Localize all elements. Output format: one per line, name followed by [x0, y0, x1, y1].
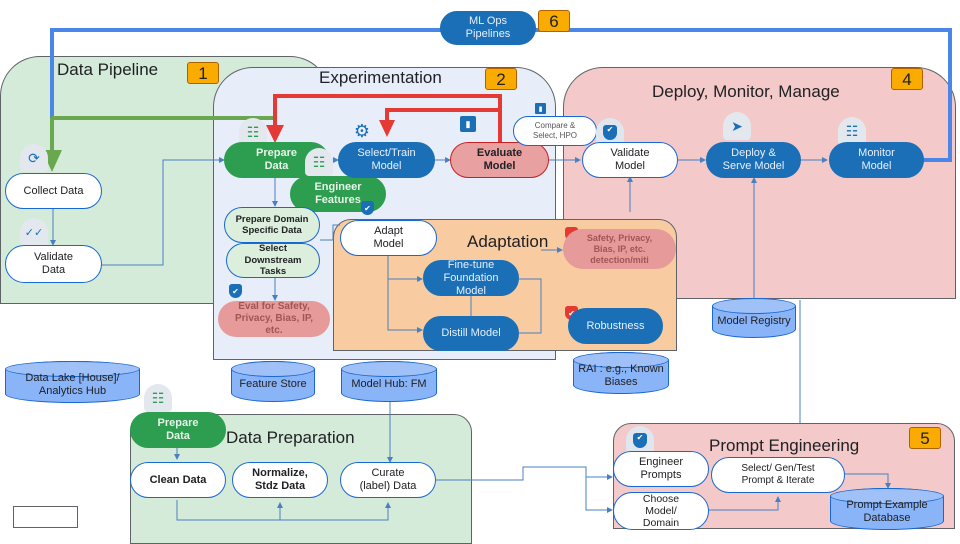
compare-select-hpo-node[interactable]: Compare & Select, HPO	[513, 116, 597, 146]
shield-check-icon: ✔	[229, 284, 242, 298]
data-preparation-title: Data Preparation	[226, 428, 355, 447]
evaluate-model-node[interactable]: Evaluate Model	[450, 142, 549, 178]
tune-icon: ☷	[239, 118, 267, 146]
data-lake-store[interactable]: Data Lake [House]/ Analytics Hub	[5, 361, 140, 403]
safety-detection-node[interactable]: Safety, Privacy, Bias, IP, etc. detectio…	[563, 229, 676, 269]
gear-icon: ⚙	[353, 120, 371, 141]
mlops-pipelines-node[interactable]: ML Ops Pipelines	[440, 11, 536, 45]
tune-icon-prep: ☷	[144, 384, 172, 412]
send-icon: ➤	[723, 112, 751, 140]
adapt-model-node[interactable]: Adapt Model	[340, 220, 437, 256]
select-train-model-node[interactable]: Select/Train Model	[338, 142, 435, 178]
double-check-icon: ✓✓	[20, 218, 48, 246]
curate-data-node[interactable]: Curate (label) Data	[340, 462, 436, 498]
prep-prepare-data-node[interactable]: Prepare Data	[130, 412, 226, 448]
finetune-foundation-node[interactable]: Fine-tune Foundation Model	[423, 259, 519, 297]
clean-data-node[interactable]: Clean Data	[130, 462, 226, 498]
shield-check-icon-prompt: ✔	[626, 426, 654, 454]
search-refresh-icon: ⟳	[20, 144, 48, 172]
validate-data-node[interactable]: Validate Data	[5, 245, 102, 283]
collect-data-node[interactable]: Collect Data	[5, 173, 102, 209]
badge-6: 6	[538, 10, 570, 32]
robustness-node[interactable]: Robustness	[568, 308, 663, 344]
deploy-title: Deploy, Monitor, Manage	[652, 82, 840, 101]
distill-model-node[interactable]: Distill Model	[423, 316, 519, 351]
select-downstream-tasks-node[interactable]: Select Downstream Tasks	[226, 243, 320, 278]
validate-model-node[interactable]: Validate Model	[582, 142, 678, 178]
shield-check-icon-adapt: ✔	[361, 201, 374, 215]
experimentation-title: Experimentation	[319, 68, 442, 87]
feature-store[interactable]: Feature Store	[231, 361, 315, 402]
data-pipeline-title: Data Pipeline	[57, 60, 159, 79]
badge-2: 2	[485, 68, 517, 90]
deploy-serve-node[interactable]: Deploy & Serve Model	[706, 142, 801, 178]
model-registry-store[interactable]: Model Registry	[712, 298, 796, 338]
engineer-features-node[interactable]: Engineer Features	[290, 176, 386, 212]
tune-icon-monitor: ☷	[838, 117, 866, 145]
prompt-example-database[interactable]: Prompt Example Database	[830, 488, 944, 530]
tune-icon-features: ☷	[305, 148, 333, 176]
monitor-model-node[interactable]: Monitor Model	[829, 142, 924, 178]
badge-4: 4	[891, 68, 923, 90]
chart-icon: ▮	[460, 116, 476, 132]
adaptation-title: Adaptation	[467, 232, 549, 251]
prompt-engineering-title: Prompt Engineering	[709, 436, 860, 455]
badge-1: 1	[187, 62, 219, 84]
empty-box	[13, 506, 78, 528]
engineer-prompts-node[interactable]: Engineer Prompts	[613, 451, 709, 487]
eval-safety-node[interactable]: Eval for Safety, Privacy, Bias, IP, etc.	[218, 301, 330, 337]
chart-icon-small: ▮	[535, 103, 546, 114]
select-gen-test-node[interactable]: Select/ Gen/Test Prompt & Iterate	[711, 457, 845, 493]
model-hub-store[interactable]: Model Hub: FM	[341, 361, 437, 402]
shield-check-icon-validate: ✔	[596, 118, 624, 146]
rai-store[interactable]: RAI : e.g., Known Biases	[573, 352, 669, 394]
badge-5: 5	[909, 427, 941, 449]
prepare-domain-data-node[interactable]: Prepare Domain Specific Data	[224, 207, 320, 243]
choose-model-domain-node[interactable]: Choose Model/ Domain	[613, 492, 709, 530]
normalize-data-node[interactable]: Normalize, Stdz Data	[232, 462, 328, 498]
